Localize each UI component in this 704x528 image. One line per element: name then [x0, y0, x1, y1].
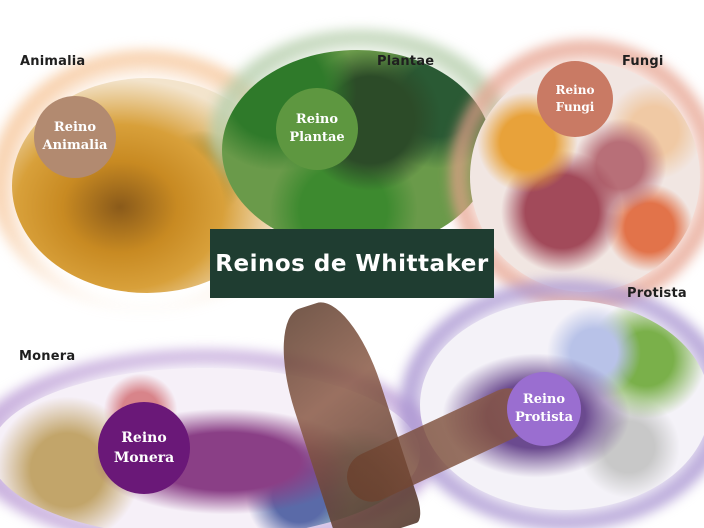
- badge-line2: Monera: [113, 450, 175, 466]
- badge-line1: Reino: [522, 392, 566, 407]
- badge-line1: Reino: [295, 112, 339, 127]
- badge-reino-plantae[interactable]: Reino Plantae: [276, 88, 358, 170]
- label-plantae: Plantae: [377, 54, 435, 69]
- badge-line2: Protista: [515, 410, 573, 425]
- badge-line1: Reino: [121, 430, 167, 446]
- label-protista: Protista: [627, 286, 687, 301]
- badge-reino-protista[interactable]: Reino Protista: [507, 372, 581, 446]
- page-title: Reinos de Whittaker: [215, 250, 489, 277]
- badge-line2: Fungi: [555, 100, 595, 114]
- label-animalia: Animalia: [20, 54, 86, 69]
- badge-line1: Reino: [555, 83, 595, 97]
- label-monera: Monera: [19, 349, 76, 364]
- fungi-illustration: [470, 62, 700, 292]
- plantae-illustration: [222, 50, 492, 250]
- badge-line1: Reino: [53, 120, 97, 135]
- title-box: Reinos de Whittaker: [210, 229, 494, 298]
- badge-reino-animalia[interactable]: Reino Animalia: [34, 96, 116, 178]
- badge-line2: Plantae: [289, 130, 345, 145]
- badge-line2: Animalia: [42, 138, 108, 153]
- label-fungi: Fungi: [622, 54, 664, 69]
- badge-reino-fungi[interactable]: Reino Fungi: [537, 61, 613, 137]
- badge-reino-monera[interactable]: Reino Monera: [98, 402, 190, 494]
